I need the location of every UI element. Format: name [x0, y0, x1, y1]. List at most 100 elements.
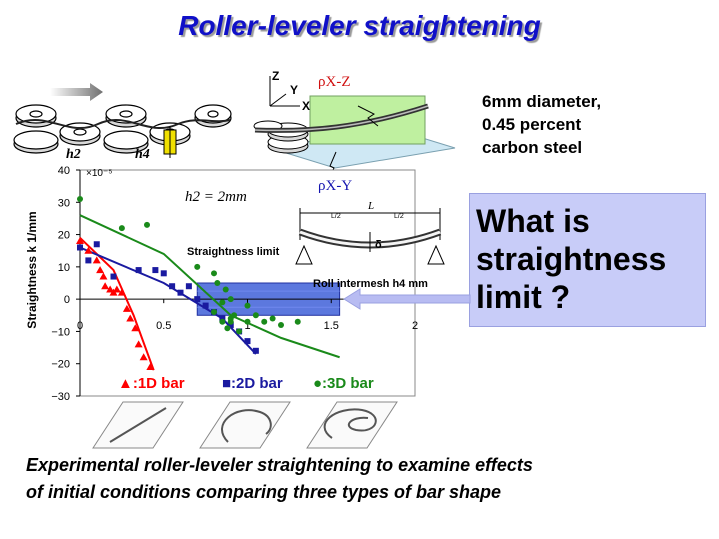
y-tick-label: −30 — [51, 391, 70, 403]
3d-bar-point — [261, 318, 268, 325]
1d-bar-point — [126, 314, 135, 322]
beam-delta-label: δ — [375, 239, 382, 251]
1d-bar-point — [96, 266, 105, 274]
2d-bar-point — [85, 257, 92, 264]
beam-half-right-label: L/2 — [394, 213, 404, 220]
legend-item: ■:2D bar — [222, 375, 283, 392]
h2-label: h2 — [66, 147, 81, 162]
1d-bar-point — [139, 353, 148, 361]
1d-bar-point — [134, 340, 143, 348]
2d-bar-point — [110, 273, 117, 280]
2d-bar-point — [77, 244, 83, 251]
2d-bar-point — [244, 338, 251, 345]
1d-bar-point — [122, 304, 131, 312]
1d-bar-point — [84, 246, 93, 254]
2d-bar-point — [194, 296, 201, 303]
3d-bar-point — [194, 263, 201, 270]
3d-bar-point — [224, 325, 231, 332]
1d-bar-point — [101, 282, 110, 290]
3d-bar-point — [118, 225, 125, 232]
axis-x-label: X — [302, 99, 310, 113]
y-tick-label: 20 — [58, 230, 70, 242]
y-tick-label: −10 — [51, 326, 70, 338]
1d-bar-point — [92, 256, 101, 264]
3d-bar-point — [77, 196, 83, 203]
material-spec: 6mm diameter, 0.45 percent carbon steel — [482, 90, 601, 159]
bar-path — [15, 119, 231, 129]
2d-bar-point — [219, 315, 226, 322]
1d-bar-point — [112, 285, 121, 293]
material-line-1: 6mm diameter, — [482, 92, 602, 111]
3d-bar-point — [244, 318, 251, 325]
x-axis-label: Roll intermesh h4 mm — [313, 278, 428, 290]
callout-question: What is straightness limit ? — [476, 202, 666, 316]
3d-bar-point — [222, 286, 229, 293]
axis-y-label: Y — [290, 83, 298, 97]
1d-bar-point — [99, 272, 108, 280]
material-line-3: carbon steel — [482, 138, 583, 157]
h4-label: h4 — [135, 147, 150, 162]
callout-line-3: limit ? — [476, 279, 571, 315]
1d-bar-point — [117, 288, 126, 296]
callout-box: What is straightness limit ? — [469, 193, 706, 327]
3d-bar-trend-line — [79, 214, 340, 359]
rollers — [13, 104, 232, 154]
2d-bar-point — [93, 241, 100, 248]
2d-bar-point — [227, 321, 234, 328]
straightness-limit-label: Straightness limit — [187, 246, 280, 258]
roll-stack — [253, 120, 309, 154]
3d-bar-point — [211, 309, 217, 316]
slide-title: Roller-leveler straightening — [178, 10, 541, 41]
3d-bar-point — [294, 318, 301, 325]
2d-bar-point — [152, 267, 159, 274]
beam-inset: L L/2 L/2 δ — [295, 200, 445, 265]
y-tick-label: 10 — [58, 262, 70, 274]
3d-bar-point — [214, 280, 221, 286]
2d-bar-point — [252, 347, 259, 354]
3d-bar-point — [252, 312, 259, 319]
2d-bar-point — [169, 283, 176, 290]
3d-bar-point — [236, 328, 243, 335]
x-tick-label: 1 — [244, 320, 250, 332]
feed-arrow-icon — [50, 83, 103, 101]
rho-xz-label: ρX-Z — [318, 74, 350, 90]
2d-bar-point — [185, 283, 192, 290]
y-scale-label: ×10⁻⁵ — [86, 168, 112, 179]
3d-bar-point — [219, 318, 226, 325]
data-points — [76, 196, 301, 370]
2d-bar-point — [202, 302, 209, 309]
h2-annotation: h2 = 2mm — [185, 189, 247, 205]
3d-bar-point — [219, 299, 226, 306]
caption-line-1: Experimental roller-leveler straightenin… — [26, 455, 533, 475]
callout-line-1: What is — [476, 203, 590, 239]
legend-item: ▲:1D bar — [118, 375, 185, 392]
callout-arrow-icon — [343, 288, 471, 310]
3d-bar-point — [211, 270, 217, 277]
rho-xy-label: ρX-Y — [318, 178, 352, 194]
slide-caption: Experimental roller-leveler straightenin… — [26, 452, 706, 506]
material-line-2: 0.45 percent — [482, 115, 582, 134]
3d-bar-point — [231, 312, 238, 319]
2d-bar-point — [177, 289, 184, 296]
1d-bar-point — [131, 324, 140, 332]
2d-bar-trend-line — [79, 246, 257, 355]
y-tick-label: −20 — [51, 359, 70, 371]
3d-bar-point — [269, 315, 276, 322]
3d-bar-point — [227, 296, 234, 303]
3d-bar-point — [227, 318, 234, 325]
axis-z-label: Z — [272, 69, 279, 83]
x-tick-label: 0 — [77, 320, 83, 332]
3d-bar-point — [144, 221, 150, 228]
x-tick-label: 1.5 — [324, 320, 339, 332]
2d-bar-point — [160, 270, 167, 277]
y-axis-label: Straightness k 1/mm — [25, 211, 39, 328]
y-tick-label: 40 — [58, 165, 70, 177]
callout-line-2: straightness — [476, 241, 667, 277]
caption-line-2: of initial conditions comparing three ty… — [26, 482, 502, 502]
1d-bar-point — [76, 237, 84, 245]
beam-l-label: L — [367, 200, 374, 212]
1d-bar-sketch — [92, 401, 184, 449]
3d-bar-point — [278, 321, 284, 328]
3d-bar-point — [244, 302, 251, 309]
